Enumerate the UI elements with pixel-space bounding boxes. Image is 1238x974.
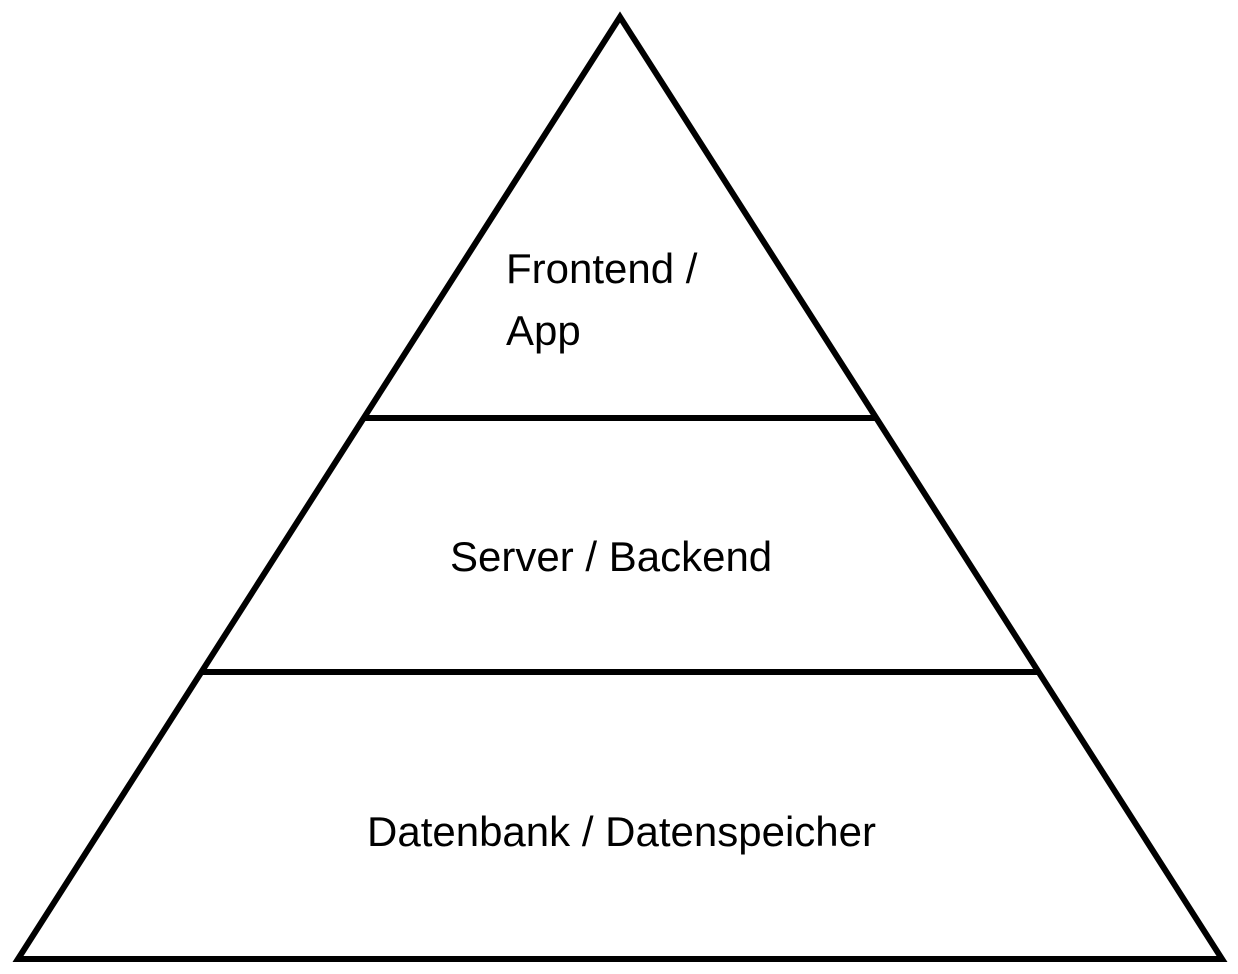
layer-frontend-label: Frontend / App (506, 238, 697, 362)
pyramid-outline (12, 11, 1228, 962)
layer-server-label: Server / Backend (450, 533, 773, 580)
layer-frontend-label-line1: Frontend / (506, 245, 698, 292)
layer-database-label: Datenbank / Datenspeicher (367, 808, 876, 855)
layer-frontend-label-line2: App (506, 307, 581, 354)
